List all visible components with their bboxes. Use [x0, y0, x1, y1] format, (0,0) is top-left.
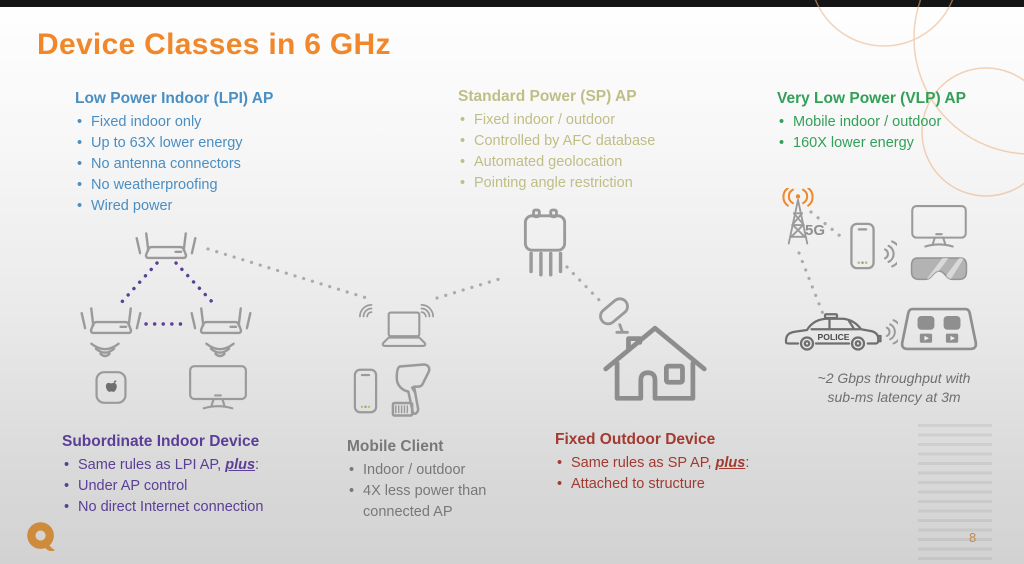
- decorative-stripes: [918, 424, 992, 564]
- mobile-client-bullets: Indoor / outdoor 4X less power than conn…: [347, 460, 519, 523]
- mac-mini-icon: [94, 369, 128, 406]
- wifi-signal-down-icon: [88, 341, 122, 361]
- 5g-tower-icon: [779, 188, 817, 252]
- wifi-signal-right-icon: [420, 302, 436, 318]
- lpi-ap-bullets: Fixed indoor only Up to 63X lower energy…: [75, 112, 273, 217]
- rule-prefix: Same rules as SP AP,: [571, 455, 716, 471]
- fixed-outdoor-title: Fixed Outdoor Device: [555, 431, 716, 448]
- bullet: No antenna connectors: [75, 154, 273, 175]
- smartphone-icon: [352, 368, 379, 414]
- bullet: Same rules as LPI AP, plus:: [62, 455, 263, 476]
- note-line-2: sub-ms latency at 3m: [827, 389, 961, 405]
- bullet: Wired power: [75, 196, 273, 217]
- subordinate-device-section: Subordinate Indoor Device Same rules as …: [62, 433, 263, 518]
- mobile-client-title: Mobile Client: [347, 438, 444, 455]
- plus-emphasis: plus: [715, 455, 746, 471]
- bullet: Pointing angle restriction: [458, 173, 655, 194]
- bullet: Fixed indoor only: [75, 112, 273, 133]
- police-car-label: POLICE: [818, 332, 850, 342]
- wifi-signal-left-icon: [357, 302, 373, 318]
- ptp-antenna-icon: [593, 296, 635, 340]
- subordinate-device-bullets: Same rules as LPI AP, plus: Under AP con…: [62, 455, 263, 518]
- vr-goggles-icon: [910, 256, 968, 283]
- bullet: 4X less power than connected AP: [347, 481, 519, 523]
- rule-suffix: :: [745, 455, 750, 471]
- bullet: Automated geolocation: [458, 152, 655, 173]
- vlp-ap-section: Very Low Power (VLP) AP Mobile indoor / …: [777, 90, 966, 154]
- bullet: Under AP control: [62, 476, 263, 497]
- fixed-outdoor-bullets: Same rules as SP AP, plus: Attached to s…: [555, 453, 749, 495]
- house-icon: [598, 314, 712, 404]
- wifi-router-icon: [188, 305, 254, 335]
- outdoor-ap-icon: [518, 204, 572, 280]
- smartphone-icon: [848, 222, 877, 270]
- note-line-1: ~2 Gbps throughput with: [817, 370, 971, 386]
- wifi-router-icon: [78, 305, 144, 335]
- tv-icon: [908, 204, 970, 252]
- vlp-ap-bullets: Mobile indoor / outdoor 160X lower energ…: [777, 112, 966, 154]
- vlp-throughput-note: ~2 Gbps throughput with sub-ms latency a…: [791, 369, 997, 407]
- bullet: No direct Internet connection: [62, 497, 263, 518]
- bullet: No weatherproofing: [75, 175, 273, 196]
- vlp-ap-title: Very Low Power (VLP) AP: [777, 90, 966, 107]
- lpi-ap-title: Low Power Indoor (LPI) AP: [75, 90, 274, 107]
- bullet: Attached to structure: [555, 474, 749, 495]
- bullet: Fixed indoor / outdoor: [458, 110, 655, 131]
- tv-icon: [188, 364, 248, 414]
- bullet: Up to 63X lower energy: [75, 133, 273, 154]
- wifi-router-icon: [133, 230, 199, 260]
- car-rear-seats-icon: [898, 306, 980, 352]
- sp-ap-section: Standard Power (SP) AP Fixed indoor / ou…: [458, 88, 655, 194]
- sp-ap-title: Standard Power (SP) AP: [458, 88, 637, 105]
- lpi-ap-section: Low Power Indoor (LPI) AP Fixed indoor o…: [75, 90, 273, 217]
- plus-emphasis: plus: [225, 457, 256, 473]
- bullet: Controlled by AFC database: [458, 131, 655, 152]
- bullet: Mobile indoor / outdoor: [777, 112, 966, 133]
- wifi-signal-down-icon: [203, 341, 237, 361]
- bullet: 160X lower energy: [777, 133, 966, 154]
- mobile-client-section: Mobile Client Indoor / outdoor 4X less p…: [347, 438, 519, 523]
- page-title: Device Classes in 6 GHz: [37, 28, 391, 61]
- wifi-waves-right-icon: [882, 237, 897, 269]
- rule-prefix: Same rules as LPI AP,: [78, 457, 226, 473]
- police-car-icon: POLICE: [780, 306, 882, 354]
- rule-suffix: :: [255, 457, 260, 473]
- fixed-outdoor-section: Fixed Outdoor Device Same rules as SP AP…: [555, 431, 749, 495]
- sp-ap-bullets: Fixed indoor / outdoor Controlled by AFC…: [458, 110, 655, 194]
- barcode-scanner-icon: [391, 362, 441, 419]
- subordinate-device-title: Subordinate Indoor Device: [62, 433, 260, 450]
- wifi-waves-right-icon: [884, 316, 898, 346]
- video-letterbox-bar: [0, 0, 1024, 7]
- laptop-icon: [372, 310, 436, 354]
- page-number: 8: [969, 530, 977, 545]
- bullet: Indoor / outdoor: [347, 460, 519, 481]
- tower-5g-label: 5G: [805, 222, 826, 239]
- bullet: Same rules as SP AP, plus:: [555, 453, 749, 474]
- company-logo: [26, 520, 59, 555]
